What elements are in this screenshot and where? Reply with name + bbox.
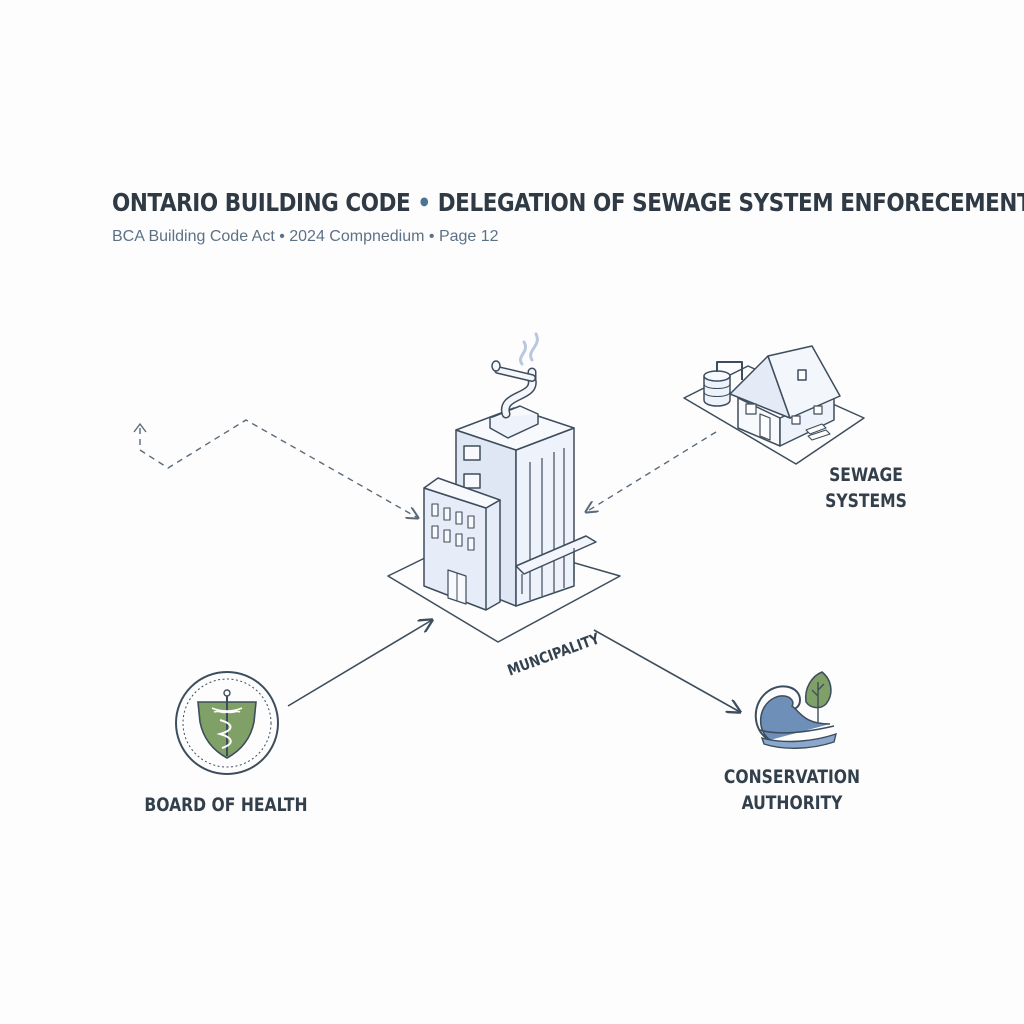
wave-leaf-icon (754, 671, 837, 749)
conservation-authority-label: CONSERVATION AUTHORITY (717, 764, 868, 816)
title-right: DELEGATION OF SEWAGE SYSTEM ENFORECEMENT (437, 188, 1024, 217)
house-septic-icon (683, 345, 865, 465)
page-subtitle: BCA Building Code Act • 2024 Compnedium … (112, 228, 499, 245)
arrow-municipality-to-conservation (593, 629, 740, 712)
title-left: ONTARIO BUILDING CODE (112, 188, 411, 217)
dashed-connector-sewage (586, 431, 717, 512)
page-title: ONTARIO BUILDING CODE • DELEGATION OF SE… (112, 188, 1024, 217)
sewage-systems-label: SEWAGE SYSTEMS (817, 462, 915, 514)
conservation-label-line2: AUTHORITY (741, 792, 843, 814)
arrow-board-to-municipality (287, 620, 432, 707)
caduceus-shield-icon (175, 671, 279, 775)
office-building-icon (387, 332, 621, 643)
sewage-label-line2: SYSTEMS (825, 490, 907, 512)
dashed-connector-left (139, 419, 418, 518)
sewage-label-line1: SEWAGE (829, 464, 903, 486)
dashed-connector-left-start-arrow (133, 422, 147, 433)
title-separator: • (417, 188, 431, 217)
conservation-label-line1: CONSERVATION (723, 766, 861, 788)
board-of-health-label: BOARD OF HEALTH (144, 794, 308, 816)
